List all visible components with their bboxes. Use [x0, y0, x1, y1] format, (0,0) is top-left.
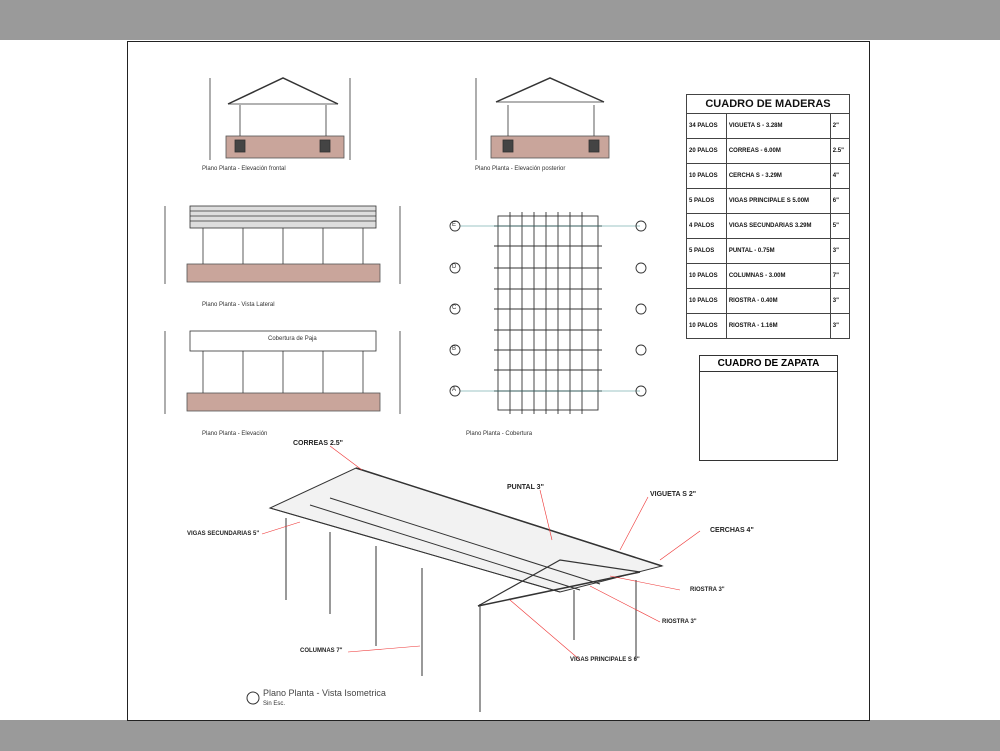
elevation-view [164, 330, 401, 414]
label-riostra-2: RIOSTRA 3" [662, 619, 697, 625]
table-cell: RIOSTRA - 0.40M [725, 288, 831, 314]
table-cell: 10 PALOS [686, 163, 727, 189]
front-elevation [209, 77, 351, 160]
table-cell: 2.5" [829, 138, 851, 164]
grid-label: C [452, 305, 457, 311]
table-cell: 3" [829, 238, 851, 264]
zapata-box: CUADRO DE ZAPATA [699, 355, 838, 461]
table-cell: 20 PALOS [686, 138, 727, 164]
rear-elevation [475, 77, 610, 160]
table-cell: 4 PALOS [686, 213, 727, 239]
grid-label: A [452, 387, 457, 393]
table-cell: 2" [829, 113, 851, 139]
iso-scale: Sin Esc. [263, 701, 286, 707]
table-cell: RIOSTRA - 1.16M [725, 313, 831, 339]
table-cell: 10 PALOS [686, 288, 727, 314]
grid-label: E [452, 222, 457, 228]
table-cell: CORREAS - 6.00M [725, 138, 831, 164]
table-cell: 5 PALOS [686, 188, 727, 214]
table-cell: VIGAS SECUNDARIAS 3.29M [725, 213, 831, 239]
table-cell: VIGAS PRINCIPALE S 5.00M [725, 188, 831, 214]
iso-caption: Plano Planta - Vista Isometrica [263, 688, 386, 698]
label-cerchas: CERCHAS 4" [710, 527, 754, 534]
isometric-view [268, 467, 664, 712]
right-panel [950, 40, 1000, 720]
table-cell: 10 PALOS [686, 313, 727, 339]
side-caption: Plano Planta - Vista Lateral [202, 302, 275, 308]
label-viguetas: VIGUETA S 2" [650, 491, 697, 498]
left-panel [0, 40, 48, 720]
grid-label: D [452, 264, 457, 270]
rear-caption: Plano Planta - Elevación posterior [475, 166, 566, 172]
table-cell: 10 PALOS [686, 263, 727, 289]
table-cell: VIGUETA S - 3.28M [725, 113, 831, 139]
table-cell: 3" [829, 313, 851, 339]
front-caption: Plano Planta - Elevación frontal [202, 166, 286, 172]
table-cell: CERCHA S - 3.29M [725, 163, 831, 189]
side-view [164, 205, 401, 284]
label-riostra-1: RIOSTRA 3" [690, 587, 725, 593]
label-vigas-principales: VIGAS PRINCIPALE S 6" [570, 657, 640, 663]
cover-plan [449, 212, 647, 414]
table-cell: COLUMNAS - 3.00M [725, 263, 831, 289]
table-cell: 6" [829, 188, 851, 214]
zapata-title: CUADRO DE ZAPATA [700, 356, 837, 372]
table-cell: 4" [829, 163, 851, 189]
wood-table-title: CUADRO DE MADERAS [686, 94, 850, 114]
table-cell: 3" [829, 288, 851, 314]
cover-caption: Plano Planta - Cobertura [466, 431, 533, 437]
table-cell: PUNTAL - 0.75M [725, 238, 831, 264]
table-cell: 5" [829, 213, 851, 239]
elev-caption: Plano Planta - Elevación [202, 431, 268, 437]
table-cell: 5 PALOS [686, 238, 727, 264]
table-cell: 34 PALOS [686, 113, 727, 139]
leader-lines [261, 445, 701, 661]
label-puntal: PUNTAL 3" [507, 484, 544, 491]
iso-title-marker [246, 691, 260, 705]
roof-text: Cobertura de Paja [268, 336, 317, 342]
label-vigas-secundarias: VIGAS SECUNDARIAS 5" [187, 531, 260, 537]
table-cell: 7" [829, 263, 851, 289]
label-columnas: COLUMNAS 7" [300, 648, 343, 654]
label-correas: CORREAS 2.5" [293, 440, 343, 447]
grid-label: B [452, 346, 457, 352]
